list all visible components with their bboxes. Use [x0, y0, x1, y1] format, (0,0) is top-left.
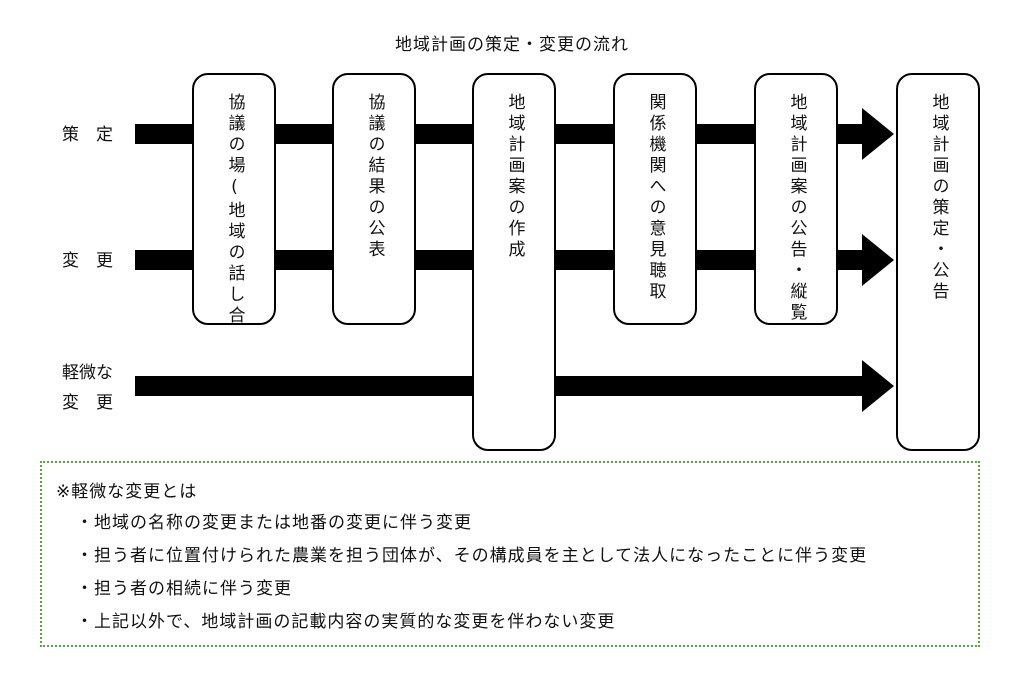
note-item: ・地域の名称の変更または地番の変更に伴う変更 — [76, 513, 472, 533]
arrow-keibi-head — [862, 360, 894, 412]
step-label: 地域計画の策定・公告 — [928, 93, 949, 303]
diagram-title: 地域計画の策定・変更の流れ — [395, 35, 629, 55]
step-label: 協議の場(地域の話し合 — [224, 93, 245, 327]
step-box-kyogi-no-ba: 協議の場(地域の話し合 — [192, 73, 276, 327]
note-heading: ※軽微な変更とは — [56, 482, 198, 502]
step-box-sakutei-koukoku: 地域計画の策定・公告 — [896, 73, 980, 451]
step-label: 関係機関への意見聴取 — [645, 93, 666, 303]
note-list: ・地域の名称の変更または地番の変更に伴う変更 ・担う者に位置付けられた農業を担う… — [76, 507, 867, 639]
step-box-kyogi-kekka: 協議の結果の公表 — [332, 73, 416, 325]
row-label-henko: 変 更 — [62, 251, 113, 271]
note-item: ・担う者に位置付けられた農業を担う団体が、その構成員を主として法人になったことに… — [76, 546, 868, 566]
step-box-koukoku-jyuran: 地域計画案の公告・縦覧 — [754, 73, 838, 325]
note-item: ・担う者の相続に伴う変更 — [76, 579, 292, 599]
step-box-keikakuan-sakusei: 地域計画案の作成 — [472, 73, 556, 451]
row-label-keibi-line1: 軽微な — [62, 363, 113, 383]
step-label: 協議の結果の公表 — [364, 93, 385, 261]
step-label: 地域計画案の公告・縦覧 — [786, 93, 807, 324]
arrow-henko-head — [862, 234, 894, 286]
step-label: 地域計画案の作成 — [504, 93, 525, 261]
note-item: ・上記以外で、地域計画の記載内容の実質的な変更を伴わない変更 — [76, 612, 616, 632]
arrow-sakutei-head — [862, 108, 894, 160]
row-label-keibi: 軽微な 変 更 — [62, 358, 113, 418]
row-label-sakutei: 策 定 — [62, 125, 113, 145]
step-box-iken-chosyu: 関係機関への意見聴取 — [613, 73, 697, 325]
minor-change-note: ※軽微な変更とは ・地域の名称の変更または地番の変更に伴う変更 ・担う者に位置付… — [40, 461, 980, 647]
row-label-keibi-line2: 変 更 — [62, 393, 113, 413]
